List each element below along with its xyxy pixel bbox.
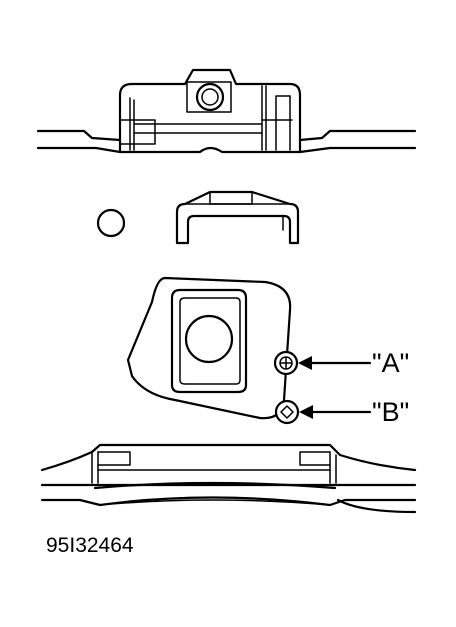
arrow-b	[299, 405, 372, 419]
screw-b	[274, 399, 300, 425]
screw-a	[273, 350, 299, 376]
label-b: "B"	[372, 397, 409, 427]
label-a: "A"	[372, 348, 409, 378]
figure-code: 95I32464	[46, 534, 134, 557]
small-round-part	[96, 208, 126, 238]
upper-bracket-assembly	[36, 68, 417, 154]
arrow-a	[298, 356, 372, 370]
pad-part	[126, 276, 292, 420]
lower-panel	[40, 443, 417, 514]
clip-part	[175, 190, 300, 245]
